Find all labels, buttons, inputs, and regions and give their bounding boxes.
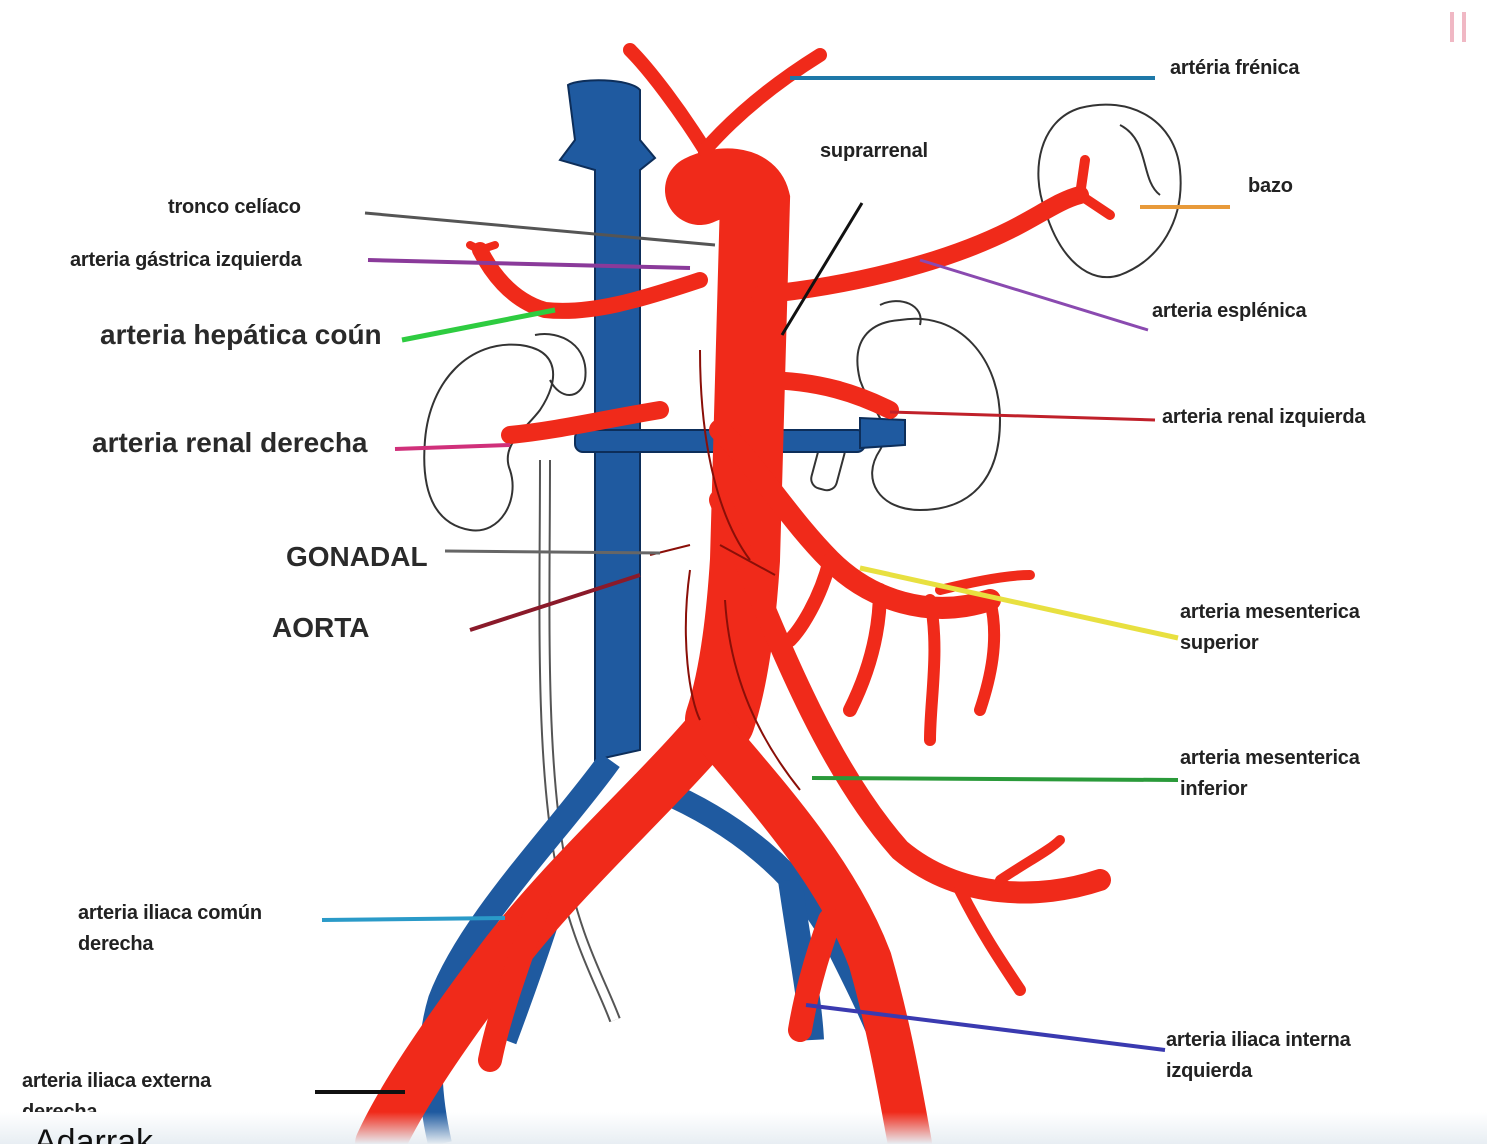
leader-arteria-iliaca-comun-derecha bbox=[321, 916, 506, 922]
leader-tronco-celiaco bbox=[364, 211, 716, 247]
leader-arteria-esplenica bbox=[919, 258, 1149, 332]
leader-arteria-iliaca-interna-izquierda bbox=[805, 1003, 1166, 1052]
bottom-fade-bar bbox=[0, 1112, 1487, 1144]
label-bazo: bazo bbox=[1248, 175, 1293, 197]
label-arteria-hepatica-comun: arteria hepática coún bbox=[100, 319, 382, 350]
label-arteria-esplenica: arteria esplénica bbox=[1152, 300, 1307, 322]
aorta-and-branches bbox=[355, 43, 1115, 1144]
caption-fragment: Adarrak bbox=[34, 1123, 154, 1144]
label-arteria-mesenterica-superior: arteria mesenterica superior bbox=[1180, 601, 1360, 654]
label-arteria-frenica: artéria frénica bbox=[1170, 57, 1300, 79]
label-suprarrenal: suprarrenal bbox=[820, 140, 928, 162]
leader-arteria-mesenterica-superior bbox=[859, 565, 1179, 641]
label-arteria-renal-derecha: arteria renal derecha bbox=[92, 427, 368, 458]
leader-arteria-renal-derecha bbox=[394, 443, 511, 451]
leader-arteria-gastrica-izquierda bbox=[367, 258, 691, 270]
label-arteria-iliaca-comun-derecha: arteria iliaca común derecha bbox=[78, 902, 262, 955]
leader-arteria-renal-izquierda bbox=[889, 410, 1156, 422]
label-arteria-gastrica-izquierda: arteria gástrica izquierda bbox=[70, 249, 302, 271]
spleen bbox=[1037, 103, 1182, 279]
leader-arteria-mesenterica-inferior bbox=[811, 776, 1179, 782]
label-aorta: AORTA bbox=[272, 612, 370, 643]
leader-suprarrenal bbox=[780, 202, 864, 336]
label-tronco-celiaco: tronco celíaco bbox=[168, 196, 301, 218]
leader-gonadal bbox=[444, 549, 661, 555]
left-kidney bbox=[810, 300, 1002, 512]
page-marker-icon bbox=[1446, 12, 1472, 44]
label-arteria-iliaca-externa-derecha: arteria iliaca externa derecha bbox=[22, 1070, 212, 1112]
leader-arteria-hepatica-comun bbox=[401, 307, 556, 343]
label-gonadal: GONADAL bbox=[286, 541, 428, 572]
leader-aorta bbox=[469, 573, 641, 632]
right-kidney bbox=[423, 333, 587, 532]
label-arteria-iliaca-interna-izquierda: arteria iliaca interna izquierda bbox=[1166, 1029, 1351, 1082]
label-arteria-renal-izquierda: arteria renal izquierda bbox=[1162, 406, 1366, 428]
aorta-inner-lines bbox=[649, 349, 801, 791]
label-arteria-mesenterica-inferior: arteria mesenterica inferior bbox=[1180, 747, 1360, 800]
